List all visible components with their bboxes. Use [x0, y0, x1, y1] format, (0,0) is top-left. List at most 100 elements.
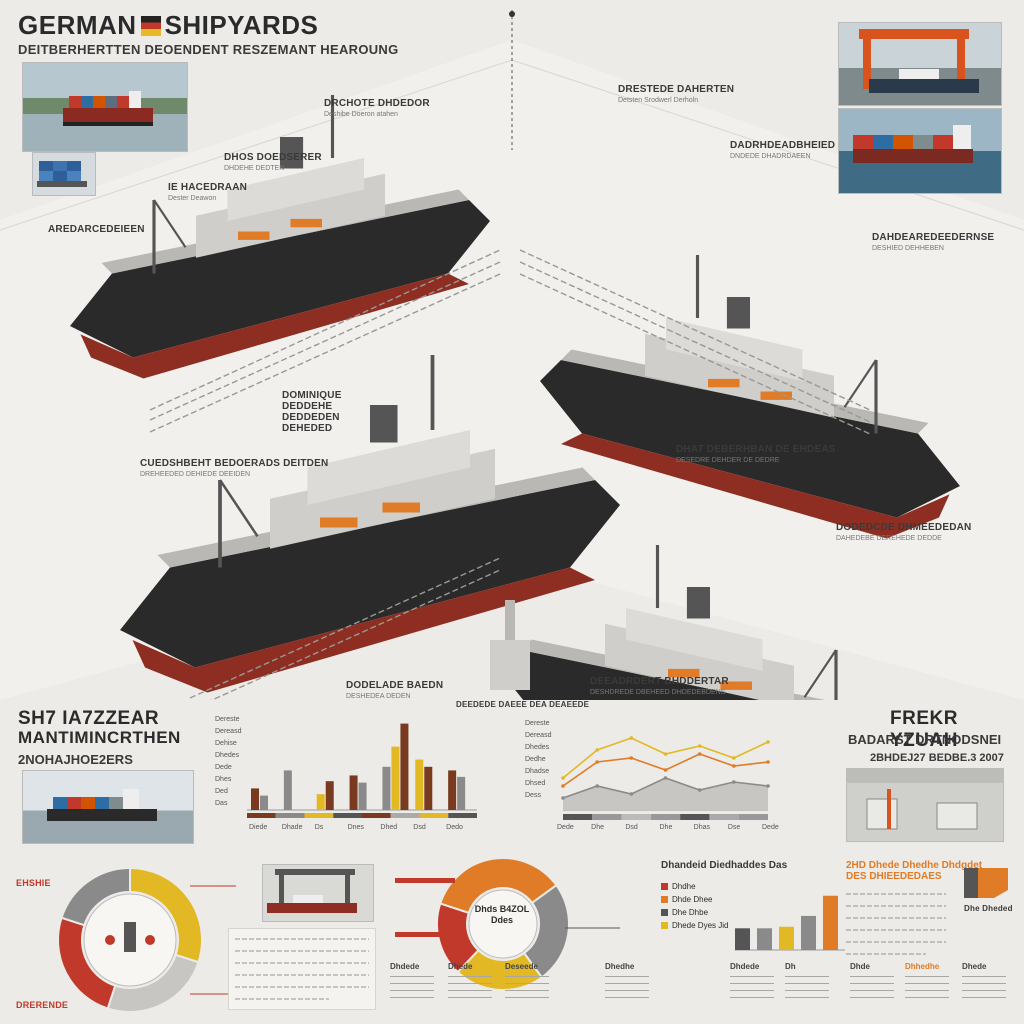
footer-label: Dhde — [850, 962, 870, 971]
donut-chart-left: EHSHIE DRERENDE — [0, 856, 240, 1024]
x-tick-label: Dhed — [380, 824, 398, 831]
bar-chart-2: Dhandeid Diedhaddes Das Dhdhe Dhde Dhee … — [655, 856, 845, 1024]
cargo-ship-photo-top-left — [22, 62, 188, 152]
left-subheading: 2NOHAJHOE2ERS — [18, 752, 133, 767]
footer-text-lines — [785, 976, 829, 1000]
label-bar — [395, 932, 455, 937]
marker-icon — [145, 935, 155, 945]
pie-slice — [436, 902, 480, 974]
right-info-lines — [846, 893, 946, 955]
bar — [801, 915, 816, 950]
line-point — [697, 788, 702, 792]
footer-text-lines — [905, 976, 949, 1000]
ship-icon — [124, 922, 136, 952]
line-point — [561, 796, 565, 800]
label-bar — [395, 878, 455, 883]
x-tick-label: Dedo — [446, 824, 463, 831]
y-tick-label: Dereasd — [215, 728, 242, 735]
pie-slice — [60, 866, 131, 927]
left-heading: SH7 IA7ZZEAR — [18, 708, 160, 729]
right-heading: FREKR YZUAH — [890, 708, 958, 751]
page-subtitle: DEITBERHERTTEN DEOENDENT RESZEMANT HEARO… — [18, 42, 399, 57]
container-ship-photo — [838, 108, 1002, 194]
y-tick-label: Dedhe — [525, 756, 546, 763]
line-series — [562, 737, 769, 779]
x-tick-label: Dhas — [693, 824, 710, 831]
legend-strip — [419, 813, 449, 818]
legend-strip — [390, 813, 420, 818]
line-point — [766, 740, 770, 744]
donut-left-label: EHSHIE — [16, 878, 51, 888]
line-point — [629, 792, 634, 796]
bar — [283, 770, 292, 810]
legend-strip — [275, 813, 305, 818]
y-tick-label: Dhedes — [215, 752, 240, 759]
orange-tag-icon — [964, 868, 1008, 898]
ship-label: DADRHDEADBHEIED — [730, 140, 836, 151]
right-info-title: 2HD Dhede Dhedhe Dhdgdet — [846, 860, 983, 871]
legend-strip — [592, 814, 622, 820]
ship-sublabel: Deshibe Doeron atahen — [324, 111, 398, 118]
bar — [316, 794, 325, 810]
line-chart-svg — [561, 736, 770, 820]
ship-label: DRCHOTE DHDEDOR — [324, 98, 430, 109]
ships-illustration — [68, 93, 962, 700]
footer-label: Dhdede — [730, 962, 760, 971]
line-point — [697, 752, 702, 756]
x-tick-label: Dsd — [625, 824, 638, 831]
container-stack-photo — [32, 152, 96, 196]
line-point — [697, 744, 702, 748]
line-point — [732, 764, 736, 768]
bar — [382, 766, 391, 810]
ship-sublabel: DAHEDEBE DEREHEDE DEDDE — [836, 535, 942, 542]
bar — [457, 776, 466, 810]
marker-icon — [105, 935, 115, 945]
legend-strip — [709, 814, 739, 820]
info-panel — [228, 928, 376, 1010]
ship-label: DODELADE BAEDN — [346, 680, 444, 691]
bar — [349, 775, 358, 810]
bar — [757, 928, 772, 950]
legend-strip — [333, 813, 362, 818]
line-point — [663, 768, 668, 772]
x-tick-label: Diede — [249, 824, 268, 831]
footer-text-lines — [605, 976, 649, 1000]
ship-label: AREDARCEDEIEEN — [48, 224, 145, 235]
donut-left-label-2: DRERENDE — [16, 1000, 69, 1010]
ship-sublabel: DHDEHE DEDTEN — [224, 165, 285, 172]
line-point — [595, 748, 599, 752]
legend-swatch — [661, 896, 668, 903]
footer-label: Dhhedhe — [905, 962, 940, 971]
crane-ship-photo — [262, 864, 374, 922]
shipyard-crane-photo — [838, 22, 1002, 106]
bar — [251, 788, 259, 810]
line-point — [732, 780, 736, 784]
ship-sublabel: DESEDRE DEHDER DE DEDRE — [676, 457, 780, 464]
bar — [424, 766, 433, 810]
ship-label: CUEDSHBEHT BEDOERADS DEITDEN — [140, 458, 329, 469]
legend-strip — [304, 813, 334, 818]
legend-swatch — [661, 883, 668, 890]
y-tick-label: Dereasd — [525, 732, 552, 739]
x-tick-label: Dhe — [659, 824, 673, 831]
right-info: 2HD Dhede Dhedhe Dhdgdet DES DHIEEDEDAES… — [846, 860, 1021, 1020]
ship-sublabel: DREHEEDED DEHIEDE DEEIDEN — [140, 471, 251, 478]
y-tick-label: Ded — [215, 788, 228, 795]
bar — [415, 759, 424, 810]
line-point — [663, 776, 668, 780]
y-tick-label: Dede — [215, 764, 232, 771]
legend-strip — [247, 813, 276, 818]
ship-label: IE HACEDRAAN — [168, 182, 248, 193]
legend-strip — [680, 814, 710, 820]
footer-text-lines — [505, 976, 549, 1000]
bar-chart-1-svg — [247, 723, 477, 818]
line-point — [561, 776, 565, 780]
x-tick-label: Dse — [727, 824, 741, 831]
ship-sublabel: DNDEDE DHADRDAEEN — [730, 153, 811, 160]
donut-center — [468, 889, 538, 959]
footer-text-lines — [448, 976, 492, 1000]
x-tick-label: Dsd — [413, 824, 426, 831]
line-point — [766, 784, 770, 788]
